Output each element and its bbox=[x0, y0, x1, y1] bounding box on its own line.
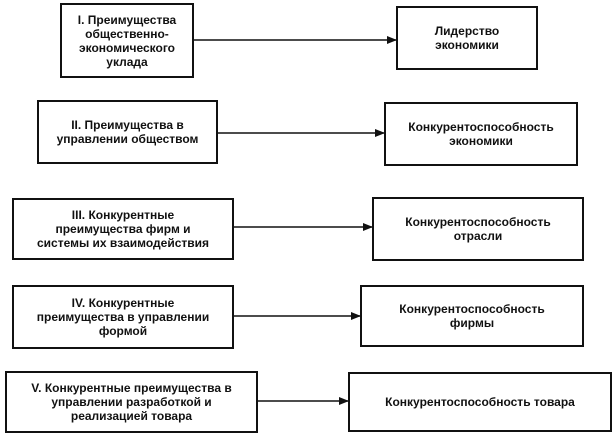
left-box-4: IV. Конкурентные преимущества в управлен… bbox=[12, 285, 234, 349]
right-box-1: Лидерство экономики bbox=[396, 6, 538, 70]
right-box-4: Конкурентоспособность фирмы bbox=[360, 285, 584, 347]
left-box-3: III. Конкурентные преимущества фирм и си… bbox=[12, 198, 234, 260]
left-box-1: I. Преимущества общественно- экономическ… bbox=[60, 3, 194, 78]
right-box-5: Конкурентоспособность товара bbox=[348, 372, 612, 432]
left-box-2: II. Преимущества в управлении обществом bbox=[37, 100, 218, 164]
right-box-2: Конкурентоспособность экономики bbox=[384, 102, 578, 166]
left-box-5: V. Конкурентные преимущества в управлени… bbox=[5, 371, 258, 433]
right-box-3: Конкурентоспособность отрасли bbox=[372, 197, 584, 261]
